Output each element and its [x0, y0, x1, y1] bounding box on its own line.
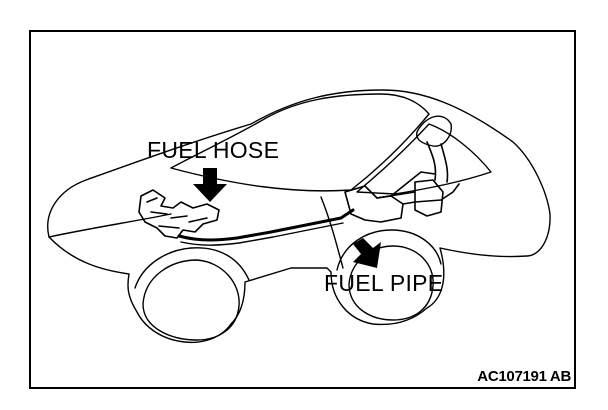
engine-bay-hose-detail [146, 197, 208, 229]
fuel-tank-assembly [344, 185, 404, 223]
car-body-outline [47, 89, 551, 344]
steering-wheel [416, 115, 452, 147]
engine-bay-hoses [138, 189, 220, 239]
fuel-pump-unit [414, 179, 444, 217]
side-window-outline [356, 123, 492, 195]
front-wheel [142, 259, 240, 341]
front-wheel-arch [134, 247, 250, 289]
filler-neck [426, 141, 449, 183]
car-illustration [47, 89, 551, 344]
fuel-pipe-arrow [353, 238, 381, 268]
fuel-hose-label: FUEL HOSE [147, 137, 280, 163]
figure-code: AC107191 AB [477, 368, 571, 385]
windshield-outline [170, 93, 430, 192]
fuel-pipe-label: FUEL PIPE [324, 270, 444, 296]
fuel-pipe-run-lower [180, 222, 344, 246]
fuel-pipe-run [177, 208, 355, 242]
tank-connecting-lines [376, 171, 460, 205]
hood-line [48, 213, 172, 238]
fuel-hose-arrow [193, 168, 227, 202]
door-line [320, 196, 344, 269]
rear-wheel-arch [336, 229, 442, 271]
figure-frame: FUEL HOSE FUEL PIPE AC107191 AB [29, 30, 576, 389]
